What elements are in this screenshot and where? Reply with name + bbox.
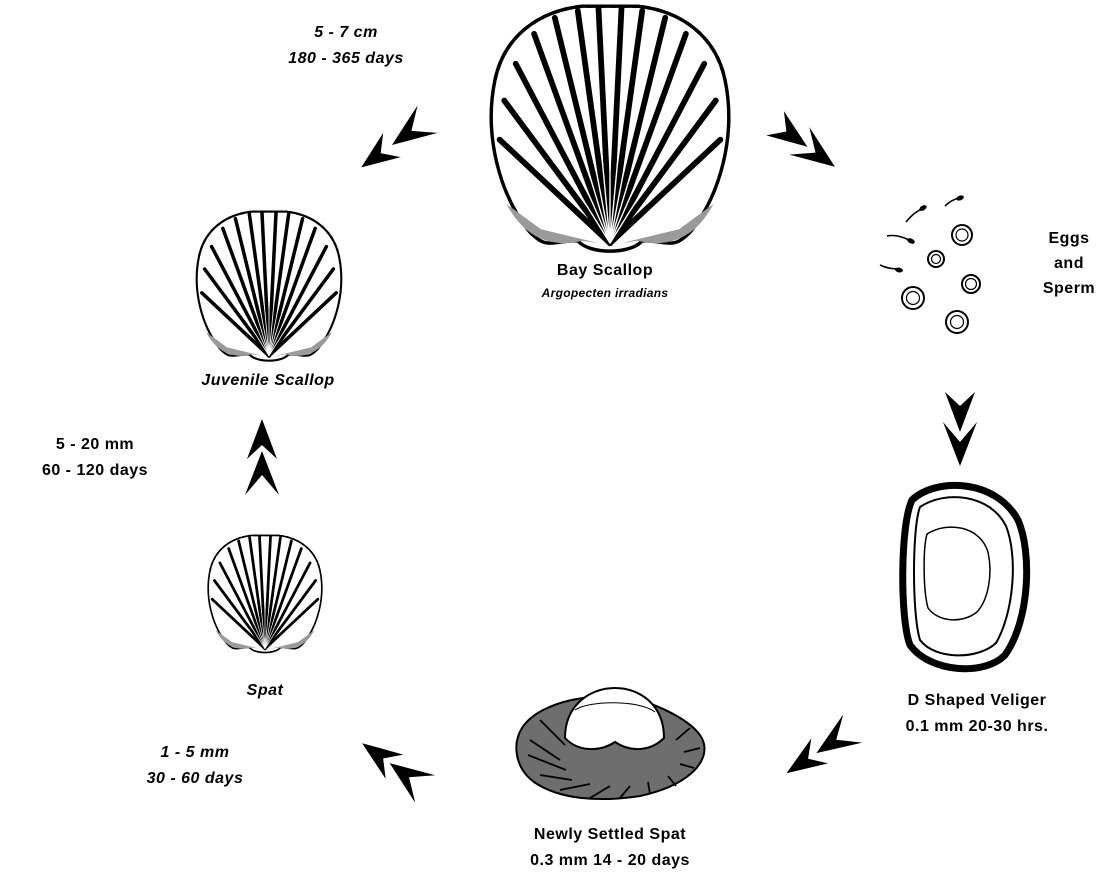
arrow-veliger-to-settled-spat xyxy=(777,714,862,787)
juvenile-scallop-shell-image xyxy=(197,212,342,361)
bay-scallop-label: Bay Scallop Argopecten irradians xyxy=(500,258,710,302)
adult-duration: 180 - 365 days xyxy=(246,46,446,72)
bay-scallop-name: Bay Scallop xyxy=(500,258,710,284)
spat-size-duration-label: 1 - 5 mm 30 - 60 days xyxy=(110,740,280,792)
newly-settled-spat-image xyxy=(516,688,704,799)
veliger-name: D Shaped Veliger xyxy=(862,688,1092,714)
spat-name: Spat xyxy=(200,678,330,704)
adult-size-duration-label: 5 - 7 cm 180 - 365 days xyxy=(246,20,446,72)
arrow-spat-to-juvenile xyxy=(245,419,279,495)
eggs-and-sperm-image xyxy=(880,194,980,333)
newly-settled-spat-label: Newly Settled Spat 0.3 mm 14 - 20 days xyxy=(490,822,730,874)
juvenile-scallop-name: Juvenile Scallop xyxy=(168,368,368,394)
and-label: and xyxy=(1026,251,1112,276)
eggs-and-sperm-label: Eggs and Sperm xyxy=(1026,226,1112,301)
arrow-eggs-to-veliger xyxy=(943,392,977,466)
arrow-settled-spat-to-spat xyxy=(352,729,435,802)
bay-scallop-shell-image xyxy=(491,6,728,251)
adult-size: 5 - 7 cm xyxy=(246,20,446,46)
spat-shell-image xyxy=(208,535,322,652)
veliger-label: D Shaped Veliger 0.1 mm 20-30 hrs. xyxy=(862,688,1092,740)
juvenile-size-duration-label: 5 - 20 mm 60 - 120 days xyxy=(10,432,180,484)
juvenile-scallop-label: Juvenile Scallop xyxy=(168,368,368,394)
arrow-adult-to-eggs xyxy=(765,109,845,180)
d-shaped-veliger-image xyxy=(903,485,1027,668)
newly-settled-spat-name: Newly Settled Spat xyxy=(490,822,730,848)
sperm-label: Sperm xyxy=(1026,276,1112,301)
bay-scallop-species: Argopecten irradians xyxy=(500,284,710,302)
arrow-juvenile-to-adult xyxy=(351,105,437,181)
spat-label: Spat xyxy=(200,678,330,704)
juvenile-duration: 60 - 120 days xyxy=(10,458,180,484)
newly-settled-spat-detail: 0.3 mm 14 - 20 days xyxy=(490,848,730,874)
veliger-detail: 0.1 mm 20-30 hrs. xyxy=(862,714,1092,740)
spat-duration: 30 - 60 days xyxy=(110,766,280,792)
juvenile-size: 5 - 20 mm xyxy=(10,432,180,458)
spat-size: 1 - 5 mm xyxy=(110,740,280,766)
eggs-label: Eggs xyxy=(1026,226,1112,251)
